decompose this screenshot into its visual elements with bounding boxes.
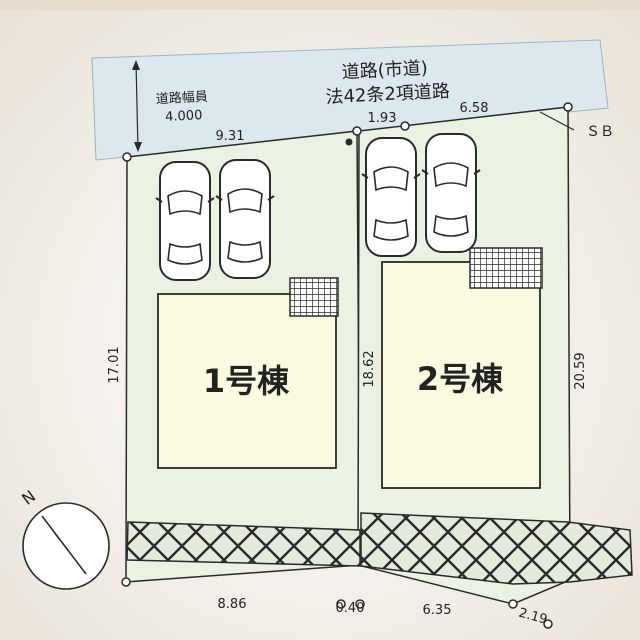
building-1 xyxy=(157,293,337,469)
north-arrow-icon xyxy=(22,502,110,590)
road-width-value: 4.000 xyxy=(165,108,203,125)
car-icon xyxy=(361,137,421,257)
road-width-arrowhead-top xyxy=(132,60,140,70)
dim-top-mid: 1.93 xyxy=(368,111,397,126)
car-icon xyxy=(421,133,481,253)
building-1-grill xyxy=(289,277,339,317)
sb-leader xyxy=(539,111,575,131)
road-title: 道路(市道) xyxy=(341,58,428,83)
road-width-arrowhead-bottom xyxy=(134,142,142,152)
dim-top-left: 9.31 xyxy=(216,129,245,144)
lattice-strip-lot-2 xyxy=(360,512,633,585)
corner-markers xyxy=(121,102,573,629)
building-2 xyxy=(381,261,541,489)
background-shelf xyxy=(0,0,640,10)
dim-top-right: 6.58 xyxy=(460,101,489,116)
lattice-strip-lot-1 xyxy=(126,521,361,567)
dim-bottom-far-right: 2.19 xyxy=(517,606,549,628)
dim-bottom-right: 6.35 xyxy=(423,603,452,618)
dim-bottom-left: 8.86 xyxy=(218,597,247,612)
dim-middle-side: 18.62 xyxy=(362,350,377,387)
road-area xyxy=(91,39,609,161)
dim-left-side: 17.01 xyxy=(107,346,122,383)
building-1-label: 1号棟 xyxy=(203,362,290,400)
boundary-marker xyxy=(345,138,353,146)
road-width-label: 道路幅員 xyxy=(155,89,208,108)
building-2-label: 2号棟 xyxy=(417,360,504,398)
dim-bottom-mid: 0.40 xyxy=(336,601,365,616)
sb-label: ＳＢ xyxy=(586,124,614,140)
car-icon xyxy=(215,159,275,279)
dim-right-side: 20.59 xyxy=(573,352,588,389)
road-width-arrow xyxy=(135,61,139,151)
building-2-grill xyxy=(469,247,543,289)
car-icon xyxy=(155,161,215,281)
